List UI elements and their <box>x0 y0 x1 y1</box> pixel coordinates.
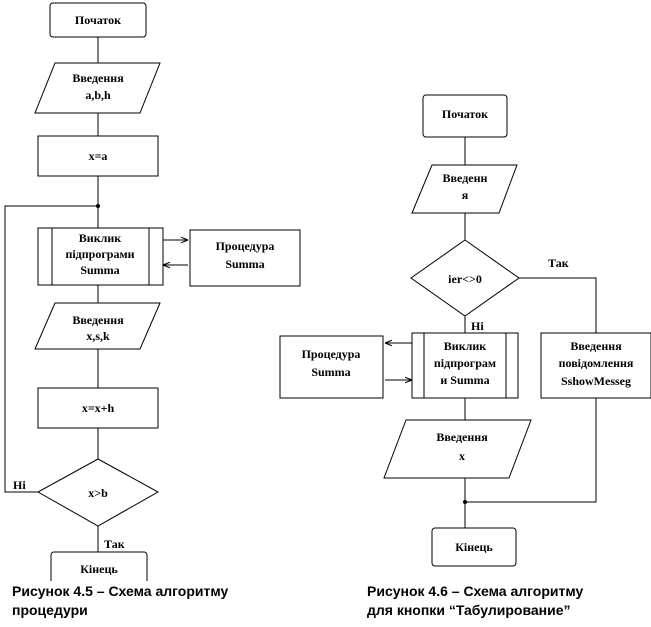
procedure-label: Процедура <box>302 347 361 361</box>
junction-dot <box>463 500 467 504</box>
condition-x-gt-b-diamond <box>36 458 160 527</box>
end-label: Кінець <box>80 562 118 576</box>
yes-branch-label: Так <box>548 256 569 270</box>
start-terminal <box>422 94 508 138</box>
figure-caption: для кнопки “Табулирование” <box>367 602 571 618</box>
condition-label: x>b <box>88 486 108 500</box>
input-x-parallelogram <box>383 419 532 479</box>
yes-branch-line <box>519 277 597 333</box>
input-label: Введенн <box>443 171 488 185</box>
start-label: Початок <box>442 107 488 121</box>
call-label: Виклик <box>444 339 486 353</box>
input-x-label: Введення <box>436 430 488 444</box>
message-label: SshowMesseg <box>561 374 631 388</box>
right-flowchart: Початок Введенн я ier<>0 Так Hi Виклик п… <box>279 94 651 618</box>
procedure-label: Summa <box>225 257 264 271</box>
procedure-summa-box <box>189 229 301 287</box>
condition-ier-diamond <box>410 239 520 317</box>
assign-x-xh-label: x=x+h <box>82 401 115 415</box>
no-branch-label: Hi <box>13 478 26 492</box>
merge-line <box>465 398 597 503</box>
call-label: Виклик <box>79 231 121 245</box>
input-label: я <box>462 188 469 202</box>
input-xsk-parallelogram <box>34 302 161 350</box>
loop-back-line <box>4 205 98 493</box>
procedure-label: Summa <box>311 365 350 379</box>
end-terminal <box>431 527 517 567</box>
figure-caption: Рисунок 4.5 – Схема алгоритму <box>12 583 229 599</box>
call-subroutine-box <box>411 332 519 399</box>
input-abh-label: a,b,h <box>85 88 111 102</box>
assign-x-a-label: x=a <box>89 149 108 163</box>
call-label: підпрограми <box>65 247 134 261</box>
start-label: Початок <box>75 13 121 27</box>
caption-background <box>8 581 270 621</box>
yes-branch-label: Так <box>104 537 125 551</box>
figure-caption: процедури <box>12 602 88 618</box>
call-label: и Summa <box>440 373 489 387</box>
end-label: Кінець <box>455 540 493 554</box>
message-label: повідомлення <box>559 356 634 370</box>
call-label: Summa <box>80 263 119 277</box>
procedure-summa-box <box>279 335 384 399</box>
input-parallelogram <box>411 164 518 214</box>
start-terminal <box>49 2 147 38</box>
input-xsk-label: Введення <box>72 313 124 327</box>
input-xsk-label: x,s,k <box>86 329 110 343</box>
call-subroutine-box <box>37 227 164 286</box>
input-x-label: x <box>459 449 465 463</box>
input-abh-parallelogram <box>34 62 161 114</box>
input-abh-label: Введення <box>72 71 124 85</box>
call-label: підпрограм <box>434 356 496 370</box>
assign-x-xh-box <box>37 387 159 429</box>
figure-caption: Рисунок 4.6 – Схема алгоритму <box>367 583 584 599</box>
message-label: Введення <box>570 339 622 353</box>
no-branch-label: Hi <box>471 319 484 333</box>
message-box <box>540 332 651 399</box>
assign-x-a-box <box>37 135 159 177</box>
left-flowchart: Початок Введення a,b,h x=a Виклик підпро… <box>4 2 301 621</box>
condition-label: ier<>0 <box>448 272 482 286</box>
procedure-label: Процедура <box>216 239 275 253</box>
